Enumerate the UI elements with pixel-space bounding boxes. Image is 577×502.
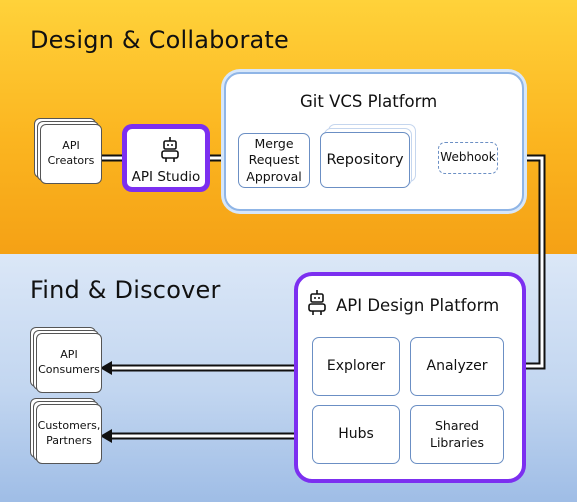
robot-icon: [308, 290, 326, 315]
repository-label: Repository: [320, 132, 410, 188]
api-consumers-label: API Consumers: [36, 333, 102, 393]
find-discover-title: Find & Discover: [30, 276, 221, 304]
merge-request-approval-box: Merge Request Approval: [238, 133, 310, 188]
hubs-to-customers-arrow: [100, 429, 312, 443]
api-studio-box: API Studio: [122, 124, 210, 192]
explorer-box: Explorer: [312, 337, 400, 396]
api-creators-label: API Creators: [40, 124, 102, 184]
api-design-platform-title: API Design Platform: [336, 296, 500, 315]
robot-icon: [161, 137, 179, 162]
git-vcs-platform-title: Git VCS Platform: [300, 92, 438, 111]
shared-libraries-box: Shared Libraries: [410, 405, 504, 464]
analyzer-box: Analyzer: [410, 337, 504, 396]
customers-partners-label: Customers, Partners: [36, 404, 102, 464]
design-collaborate-title: Design & Collaborate: [30, 26, 289, 54]
hubs-box: Hubs: [312, 405, 400, 464]
webhook-box: Webhook: [438, 142, 498, 174]
api-studio-label: API Studio: [131, 169, 201, 185]
explorer-to-consumers-arrow: [100, 361, 312, 375]
